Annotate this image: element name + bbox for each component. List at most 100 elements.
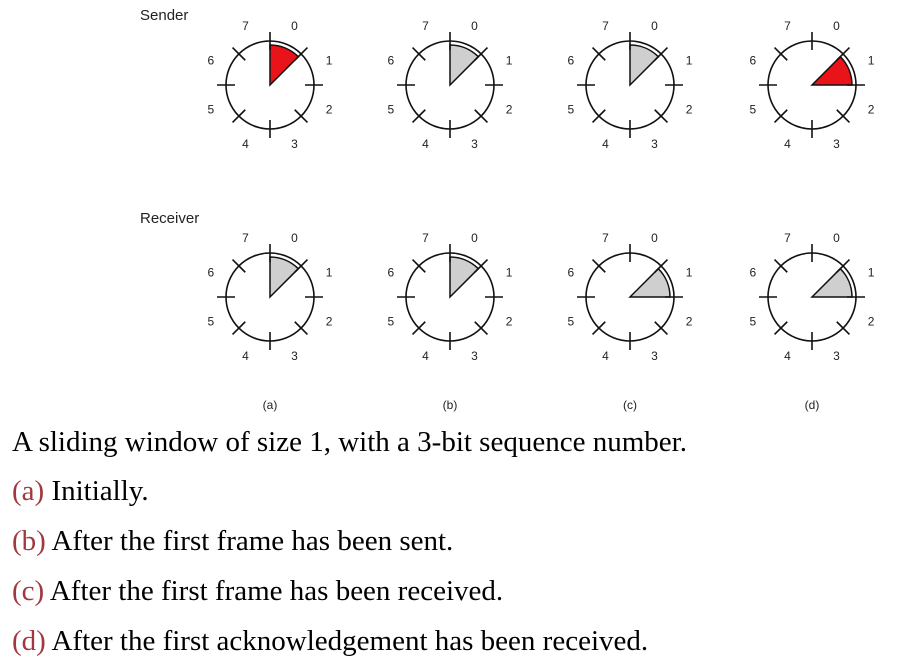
receiver-seq-label-1-2: 2 (506, 314, 513, 328)
sender-seq-label-0-1: 1 (326, 54, 333, 68)
receiver-seq-label-0-0: 0 (291, 231, 298, 245)
caption-text-a: Initially. (44, 475, 149, 507)
panel-label-2: (c) (623, 398, 637, 412)
sender-seq-label-3-1: 1 (868, 54, 875, 68)
sender-seq-label-3-2: 2 (868, 102, 875, 116)
sender-seq-label-1-0: 0 (471, 19, 478, 33)
sender-window-wedge-2 (629, 44, 660, 87)
sender-seq-label-0-0: 0 (291, 19, 298, 33)
receiver-seq-label-0-7: 7 (242, 231, 249, 245)
receiver-tick-0-3 (294, 321, 309, 336)
panel-label-3: (d) (805, 398, 820, 412)
sender-seq-label-0-6: 6 (208, 54, 215, 68)
receiver-tick-2-7 (591, 258, 606, 273)
sender-seq-label-1-3: 3 (471, 137, 478, 151)
receiver-seq-label-3-7: 7 (784, 231, 791, 245)
sender-seq-label-2-5: 5 (568, 102, 575, 116)
sender-seq-label-3-7: 7 (784, 19, 791, 33)
receiver-tick-1-7 (411, 258, 426, 273)
sender-window-wedge-0 (269, 44, 300, 87)
receiver-seq-label-0-4: 4 (242, 349, 249, 363)
receiver-tick-3-1 (836, 258, 851, 273)
receiver-tick-2-1 (654, 258, 669, 273)
sender-seq-label-3-0: 0 (833, 19, 840, 33)
sender-tick-2-5 (591, 109, 606, 124)
receiver-seq-label-0-2: 2 (326, 314, 333, 328)
sender-seq-label-0-3: 3 (291, 137, 298, 151)
sender-tick-1-7 (411, 46, 426, 61)
receiver-seq-label-3-1: 1 (868, 266, 875, 280)
sliding-window-figure: Sender Receiver 0 1 2 3 4 5 6 7 0 1 2 3 4 5 6 7 (a) 0 1 2 3 4… (140, 7, 875, 412)
sender-seq-label-1-4: 4 (422, 137, 429, 151)
receiver-seq-label-3-2: 2 (868, 314, 875, 328)
receiver-seq-label-1-7: 7 (422, 231, 429, 245)
receiver-window-wedge-1 (449, 256, 480, 299)
receiver-tick-0-1 (294, 258, 309, 273)
caption-text-d: After the first acknowledgement has been… (45, 625, 649, 657)
sender-tick-1-1 (474, 46, 489, 61)
receiver-seq-label-2-5: 5 (568, 314, 575, 328)
receiver-seq-label-1-3: 3 (471, 349, 478, 363)
sender-tick-0-3 (294, 109, 309, 124)
sender-tick-0-1 (294, 46, 309, 61)
sender-window-wedge-1 (449, 44, 480, 87)
receiver-tick-1-3 (474, 321, 489, 336)
sender-tick-2-7 (591, 46, 606, 61)
receiver-seq-label-2-0: 0 (651, 231, 658, 245)
sender-tick-2-1 (654, 46, 669, 61)
sender-seq-label-2-1: 1 (686, 54, 693, 68)
sender-seq-label-1-1: 1 (506, 54, 513, 68)
receiver-seq-label-1-6: 6 (388, 266, 395, 280)
receiver-seq-label-1-0: 0 (471, 231, 478, 245)
sender-seq-label-3-3: 3 (833, 137, 840, 151)
receiver-tick-2-5 (591, 321, 606, 336)
sender-seq-label-2-2: 2 (686, 102, 693, 116)
sender-seq-label-2-0: 0 (651, 19, 658, 33)
receiver-seq-label-3-4: 4 (784, 349, 791, 363)
sender-tick-3-1 (836, 46, 851, 61)
sender-seq-label-0-7: 7 (242, 19, 249, 33)
sender-seq-label-2-4: 4 (602, 137, 609, 151)
sender-seq-label-1-2: 2 (506, 102, 513, 116)
sender-seq-label-0-4: 4 (242, 137, 249, 151)
sender-seq-label-1-7: 7 (422, 19, 429, 33)
receiver-seq-label-1-4: 4 (422, 349, 429, 363)
receiver-seq-label-3-5: 5 (750, 314, 757, 328)
sender-seq-label-2-6: 6 (568, 54, 575, 68)
receiver-seq-label-0-3: 3 (291, 349, 298, 363)
clocks-layer: 0 1 2 3 4 5 6 7 0 1 2 3 4 5 6 7 (a) 0 1 2 3 4 5 6 7 0 1 2 3 4 5 6 7 (b) 0 1… (208, 19, 875, 412)
sender-seq-label-2-3: 3 (651, 137, 658, 151)
receiver-row-label: Receiver (140, 210, 199, 227)
caption-tag-b: (b) (12, 525, 46, 557)
receiver-tick-1-5 (411, 321, 426, 336)
receiver-seq-label-0-6: 6 (208, 266, 215, 280)
sender-tick-3-7 (773, 46, 788, 61)
panel-label-0: (a) (263, 398, 278, 412)
receiver-seq-label-2-6: 6 (568, 266, 575, 280)
receiver-tick-3-3 (836, 321, 851, 336)
panel-label-1: (b) (443, 398, 458, 412)
sender-seq-label-2-7: 7 (602, 19, 609, 33)
receiver-window-wedge-2 (628, 267, 671, 298)
receiver-window-wedge-3 (810, 267, 853, 298)
receiver-seq-label-2-2: 2 (686, 314, 693, 328)
caption-title: A sliding window of size 1, with a 3-bit… (12, 426, 687, 458)
sender-tick-3-3 (836, 109, 851, 124)
sender-tick-0-7 (231, 46, 246, 61)
caption-tag-d: (d) (12, 625, 46, 657)
sender-seq-label-3-5: 5 (750, 102, 757, 116)
caption-tag-a: (a) (12, 475, 45, 507)
receiver-tick-0-7 (231, 258, 246, 273)
receiver-tick-2-3 (654, 321, 669, 336)
sender-seq-label-3-6: 6 (750, 54, 757, 68)
caption-item-d: (d) After the first acknowledgement has … (12, 616, 892, 666)
receiver-seq-label-2-4: 4 (602, 349, 609, 363)
sender-row-label: Sender (140, 7, 188, 24)
caption: A sliding window of size 1, with a 3-bit… (12, 418, 892, 666)
